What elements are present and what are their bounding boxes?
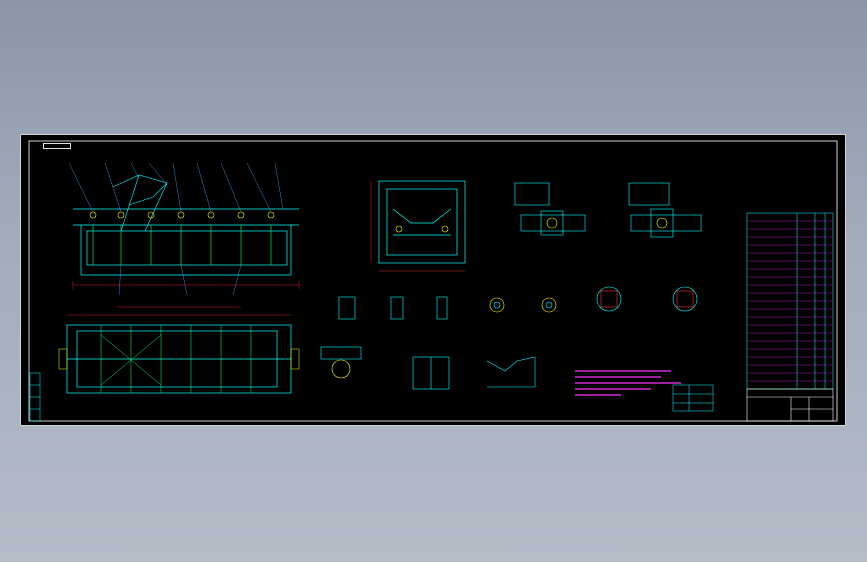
conveyor-plan-view — [58, 306, 300, 394]
left-margin-strip — [29, 372, 41, 422]
detail-row — [338, 286, 698, 320]
drawing-title-tag — [43, 143, 71, 149]
bearing-detail-b — [628, 182, 702, 238]
title-block — [746, 388, 834, 422]
conveyor-side-elevation — [68, 162, 300, 296]
parts-list-rows — [747, 220, 833, 382]
cad-drawing-viewport[interactable] — [20, 134, 846, 426]
idler-end-section — [370, 180, 466, 272]
drawing-frame — [28, 140, 838, 422]
notes-table — [672, 384, 714, 412]
bearing-detail-a — [514, 182, 586, 236]
cad-drawing-canvas — [28, 140, 838, 422]
lower-details — [320, 346, 536, 390]
technical-notes — [575, 370, 681, 396]
